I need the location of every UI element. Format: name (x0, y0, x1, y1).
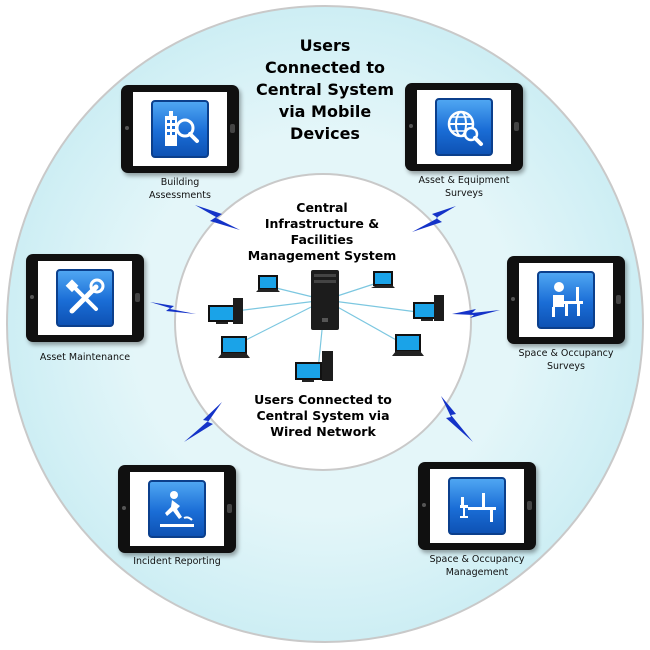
tablet-camera (422, 503, 426, 507)
label-line: Asset Maintenance (39, 352, 131, 363)
desktop-left-icon (208, 298, 243, 324)
server-tower-icon (311, 270, 339, 330)
tablet-camera (409, 124, 413, 128)
laptop-top-left-icon (256, 275, 280, 292)
wireless-link-asset-survey (412, 206, 456, 232)
label-line: Space & Occupancy (518, 348, 614, 359)
wired-users-title-line: Wired Network (270, 424, 376, 439)
mobile-users-title: Users Connected to Central System via Mo… (222, 35, 428, 145)
label-asset-maintenance: Asset Maintenance (25, 351, 145, 364)
wireless-link-incident (184, 402, 222, 442)
wired-users-title-line: Users Connected to (254, 392, 392, 407)
mobile-users-title-line: Devices (290, 124, 360, 143)
central-system-title-line: Infrastructure & (264, 216, 380, 231)
wireless-link-space-mgmt (441, 396, 473, 442)
wireless-link-building (195, 205, 240, 230)
label-line: Space & Occupancy (429, 554, 525, 565)
label-line: Surveys (445, 188, 483, 199)
tablet-camera (122, 506, 126, 510)
tablet-camera (511, 297, 515, 301)
tablet-home-button (135, 293, 140, 302)
tablet-home-button (227, 504, 232, 513)
label-space-occupancy-management: Space & Occupancy Management (417, 553, 537, 579)
tablet-home-button (527, 501, 532, 510)
tablet-screen (519, 263, 613, 337)
wired-users-title: Users Connected to Central System via Wi… (238, 392, 408, 440)
label-line: Assessments (149, 190, 211, 201)
tablet-camera (30, 295, 34, 299)
mobile-users-title-line: Connected to (264, 58, 385, 77)
mobile-users-title-line: Central System (255, 80, 395, 99)
tablet-screen (430, 469, 524, 543)
globe-search-icon (435, 98, 493, 156)
person-desk-icon (537, 271, 595, 329)
wired-users-title-line: Central System via (256, 408, 390, 423)
desktop-bottom-icon (295, 351, 333, 382)
tablet-screen (130, 472, 224, 546)
tablet-space-occupancy-surveys (507, 256, 625, 344)
wireless-link-space-surveys (452, 309, 500, 318)
laptop-bottom-left-icon (218, 336, 250, 358)
desk-chair-icon (448, 477, 506, 535)
tablet-home-button (230, 124, 235, 133)
central-system-title-line: Facilities (290, 232, 354, 247)
tablet-building-assessments (121, 85, 239, 173)
label-line: Asset & Equipment (418, 175, 510, 186)
laptop-bottom-right-icon (392, 334, 424, 356)
wireless-link-maintenance (150, 302, 196, 314)
central-system-title-line: Management System (247, 248, 397, 263)
label-line: Building (160, 177, 200, 188)
tablet-home-button (616, 295, 621, 304)
central-system-title-line: Central (296, 200, 348, 215)
mobile-users-title-line: via Mobile (278, 102, 372, 121)
tablet-incident-reporting (118, 465, 236, 553)
label-building-assessments: Building Assessments (120, 176, 240, 202)
desktop-right-icon (413, 295, 444, 321)
building-search-icon (151, 100, 209, 158)
tools-icon (56, 269, 114, 327)
tablet-screen (417, 90, 511, 164)
tablet-camera (125, 126, 129, 130)
label-incident-reporting: Incident Reporting (117, 555, 237, 568)
label-line: Surveys (547, 361, 585, 372)
fall-hazard-icon (148, 480, 206, 538)
label-asset-equipment-surveys: Asset & Equipment Surveys (404, 174, 524, 200)
tablet-home-button (514, 122, 519, 131)
central-system-title: Central Infrastructure & Facilities Mana… (232, 200, 412, 264)
laptop-top-right-icon (371, 271, 395, 288)
tablet-asset-maintenance (26, 254, 144, 342)
tablet-screen (133, 92, 227, 166)
label-space-occupancy-surveys: Space & Occupancy Surveys (506, 347, 626, 373)
tablet-screen (38, 261, 132, 335)
tablet-asset-equipment-surveys (405, 83, 523, 171)
tablet-space-occupancy-management (418, 462, 536, 550)
label-line: Incident Reporting (133, 556, 221, 567)
mobile-users-title-line: Users (299, 36, 351, 55)
label-line: Management (445, 567, 509, 578)
